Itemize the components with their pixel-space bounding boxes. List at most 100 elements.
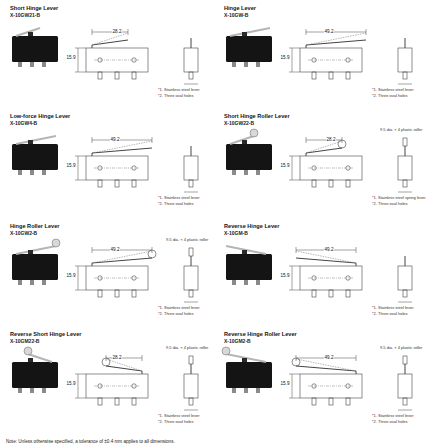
operated-position — [296, 251, 356, 263]
body-outline — [86, 266, 148, 290]
footnote: *2. Three oval holes — [372, 202, 408, 206]
switch-title: Reverse Short Hinge Lever — [10, 331, 82, 337]
footnote: *2. Three oval holes — [158, 202, 194, 206]
switch-title: Hinge Roller Lever — [10, 223, 59, 229]
switch-body — [226, 362, 272, 388]
lever — [28, 354, 52, 362]
lever-side — [405, 364, 406, 374]
terminal — [115, 398, 119, 405]
switch-body — [12, 36, 58, 62]
extension-line — [106, 355, 107, 361]
lever-outline — [306, 40, 366, 48]
footnote: *2. Three oval holes — [372, 94, 408, 98]
dimension-drawing — [75, 355, 148, 405]
model-number: X-10GW-B — [224, 13, 248, 19]
switch-body — [12, 254, 58, 280]
model-number: X-10GW2-B — [10, 231, 37, 237]
terminal-side — [403, 398, 407, 405]
terminal — [18, 388, 22, 393]
extension-line — [75, 48, 86, 49]
terminal — [256, 388, 260, 393]
lever — [230, 136, 254, 144]
switch-panel — [226, 129, 412, 192]
switch-body — [12, 144, 58, 170]
lever-side — [405, 146, 406, 156]
switch-body — [226, 36, 272, 62]
dimension-drawing — [75, 137, 152, 187]
roller-note: 9.5 dia. × 4 plastic roller — [380, 128, 422, 132]
footnote: *2. Three oval holes — [158, 94, 194, 98]
extension-line — [75, 374, 86, 375]
terminal — [98, 398, 102, 405]
terminal-side — [189, 398, 193, 405]
extension-line — [75, 156, 86, 157]
switch-body — [226, 144, 272, 170]
terminal — [329, 290, 333, 297]
extension-line — [306, 29, 307, 35]
extension-line — [142, 355, 143, 361]
terminal — [244, 62, 248, 67]
dimension-line — [184, 84, 198, 85]
dimension-line — [292, 48, 293, 72]
dimension: 28.2 — [112, 355, 122, 360]
dimension: 49.2 — [110, 137, 120, 142]
model-number: X-10GW21-B — [10, 13, 40, 19]
roller-side — [189, 356, 193, 364]
terminal — [329, 180, 333, 187]
terminal — [232, 280, 236, 285]
footnote: *1. Stainless steel lever — [158, 414, 200, 418]
footnote: *1. Stainless steel spring lever — [372, 196, 426, 200]
terminal-side — [403, 72, 407, 79]
switch-title: Reverse Hinge Roller Lever — [224, 331, 297, 337]
body-outline — [86, 156, 148, 180]
extension-line — [128, 29, 129, 35]
dimension: 28.2 — [112, 29, 122, 34]
dimension-line — [92, 250, 152, 251]
switch-title: Short Hinge Lever — [10, 5, 58, 11]
plunger — [242, 140, 247, 144]
footnote: *2. Three oval holes — [372, 312, 408, 316]
dimension-drawing — [289, 29, 366, 79]
terminal — [98, 72, 102, 79]
footnote: *1. Stainless steel lever — [372, 414, 414, 418]
footnote: *1. Stainless steel lever — [158, 196, 200, 200]
lever-outline — [306, 148, 342, 156]
footnote: *1. Stainless steel lever — [372, 88, 414, 92]
switch-photo — [12, 136, 58, 175]
dimension-line — [92, 32, 128, 33]
dimension-line — [306, 140, 342, 141]
extension-line — [356, 247, 357, 253]
lever-outline — [92, 40, 128, 48]
extension-line — [289, 374, 300, 375]
center-line — [308, 168, 354, 169]
roller-side — [189, 248, 193, 256]
dimension-line — [398, 84, 412, 85]
lever-side — [191, 146, 192, 156]
terminal — [232, 62, 236, 67]
terminal — [346, 180, 350, 187]
terminal — [30, 170, 34, 175]
dimension: 15.9 — [280, 55, 290, 60]
operated-position — [106, 359, 142, 371]
lever-outline — [296, 258, 356, 266]
lever-side — [191, 364, 192, 374]
terminal — [256, 170, 260, 175]
center-line — [94, 60, 140, 61]
body-side — [184, 266, 198, 290]
terminal — [18, 280, 22, 285]
center-line — [94, 386, 140, 387]
dimension: 15.9 — [66, 163, 76, 168]
terminal — [30, 388, 34, 393]
terminal — [115, 290, 119, 297]
extension-line — [152, 247, 153, 253]
body-outline — [86, 374, 148, 398]
center-line — [308, 278, 354, 279]
terminal — [244, 280, 248, 285]
terminal — [42, 62, 46, 67]
side-view — [398, 356, 412, 410]
extension-line — [366, 29, 367, 35]
switch-photo — [226, 28, 272, 67]
operated-position — [92, 251, 152, 263]
dimension: 15.9 — [280, 381, 290, 386]
extension-line — [75, 398, 86, 399]
